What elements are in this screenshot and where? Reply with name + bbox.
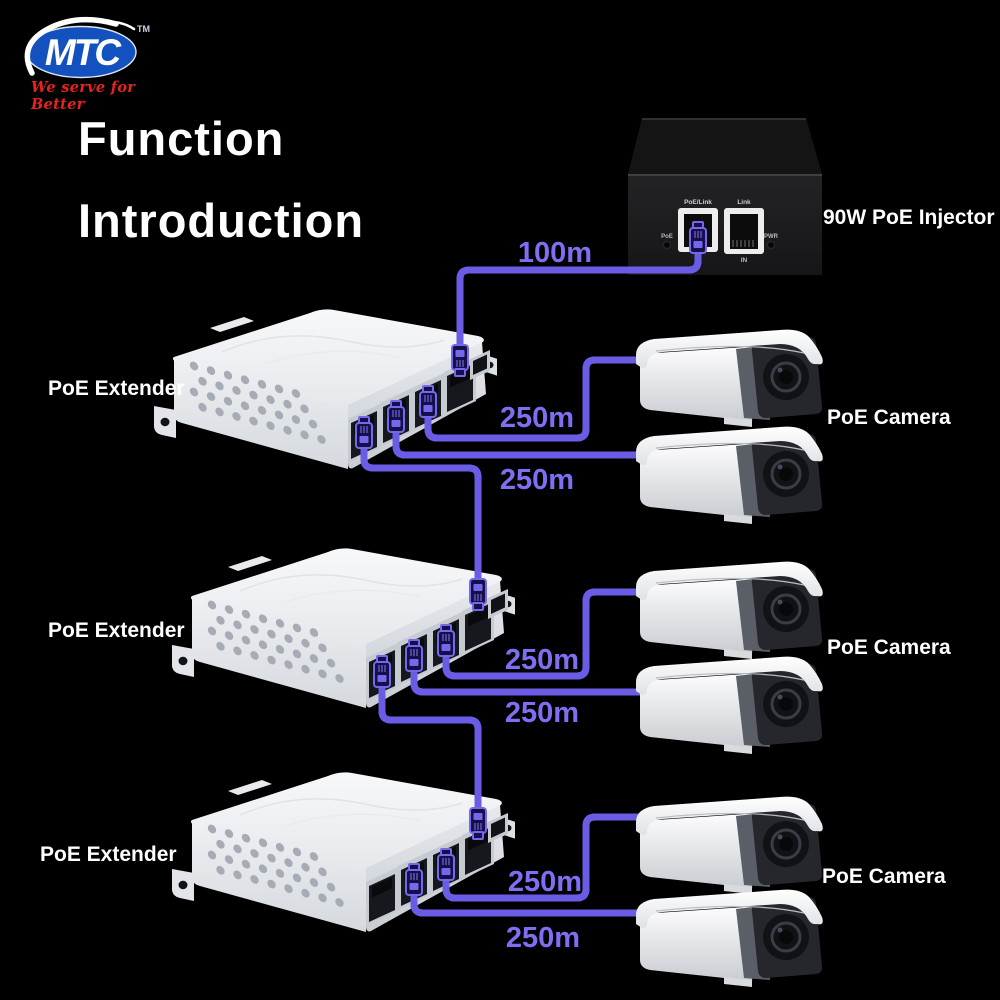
poe-camera-device-1 [634,328,825,428]
mtc-logo: MTC TM [24,17,150,79]
poe-camera-device-6 [634,888,825,988]
poe-extender-device-1 [153,308,497,470]
extender-label-3: PoE Extender [40,843,177,866]
poe-extender-device-2 [171,547,515,709]
logo-brand-text: MTC [45,32,122,73]
logo-swoosh-tail [104,20,136,31]
distance-label-3: 250m [504,644,580,676]
distance-label-4: 250m [504,697,580,729]
camera-label-2: PoE Camera [827,636,951,659]
injector-port-left-label: PoE/Link [684,199,712,206]
title-line-2: Introduction [78,194,365,247]
camera-label-1: PoE Camera [827,406,951,429]
title-line-1: Function [78,112,285,165]
injector-port-in-label: IN [741,257,748,264]
poe-camera-device-5 [634,795,825,895]
extender-label-2: PoE Extender [48,619,185,642]
injector-led-left-label: PoE [661,234,673,240]
injector-led-right-label: PWR [764,234,779,240]
distance-label-uplink: 100m [517,237,593,269]
injector-port-right-jack [730,214,758,249]
distance-label-2: 250m [499,464,575,496]
injector-port-right-label: Link [737,199,751,206]
page-title: Function Introduction [78,98,364,262]
poe-injector-device: PoE/Link Link PoE PWR IN [628,118,822,275]
injector-port-left-jack [684,214,712,247]
injector-top-face [628,118,822,174]
poe-camera-device-4 [634,655,825,755]
logo-trademark: TM [137,24,150,34]
injector-led-left [663,241,671,249]
poe-camera-device-3 [634,560,825,660]
distance-label-1: 250m [499,402,575,434]
extender-label-1: PoE Extender [48,377,185,400]
camera-label-3: PoE Camera [822,865,946,888]
logo-swoosh [24,17,119,76]
injector-label: 90W PoE Injector [823,206,995,229]
distance-label-6: 250m [505,922,581,954]
logo-tagline: We serve for Better [31,79,136,113]
injector-led-right [767,241,775,249]
poe-extender-device-3 [171,771,515,933]
poe-camera-device-2 [634,425,825,525]
distance-label-5: 250m [507,866,583,898]
injector-port-pins [732,240,754,247]
